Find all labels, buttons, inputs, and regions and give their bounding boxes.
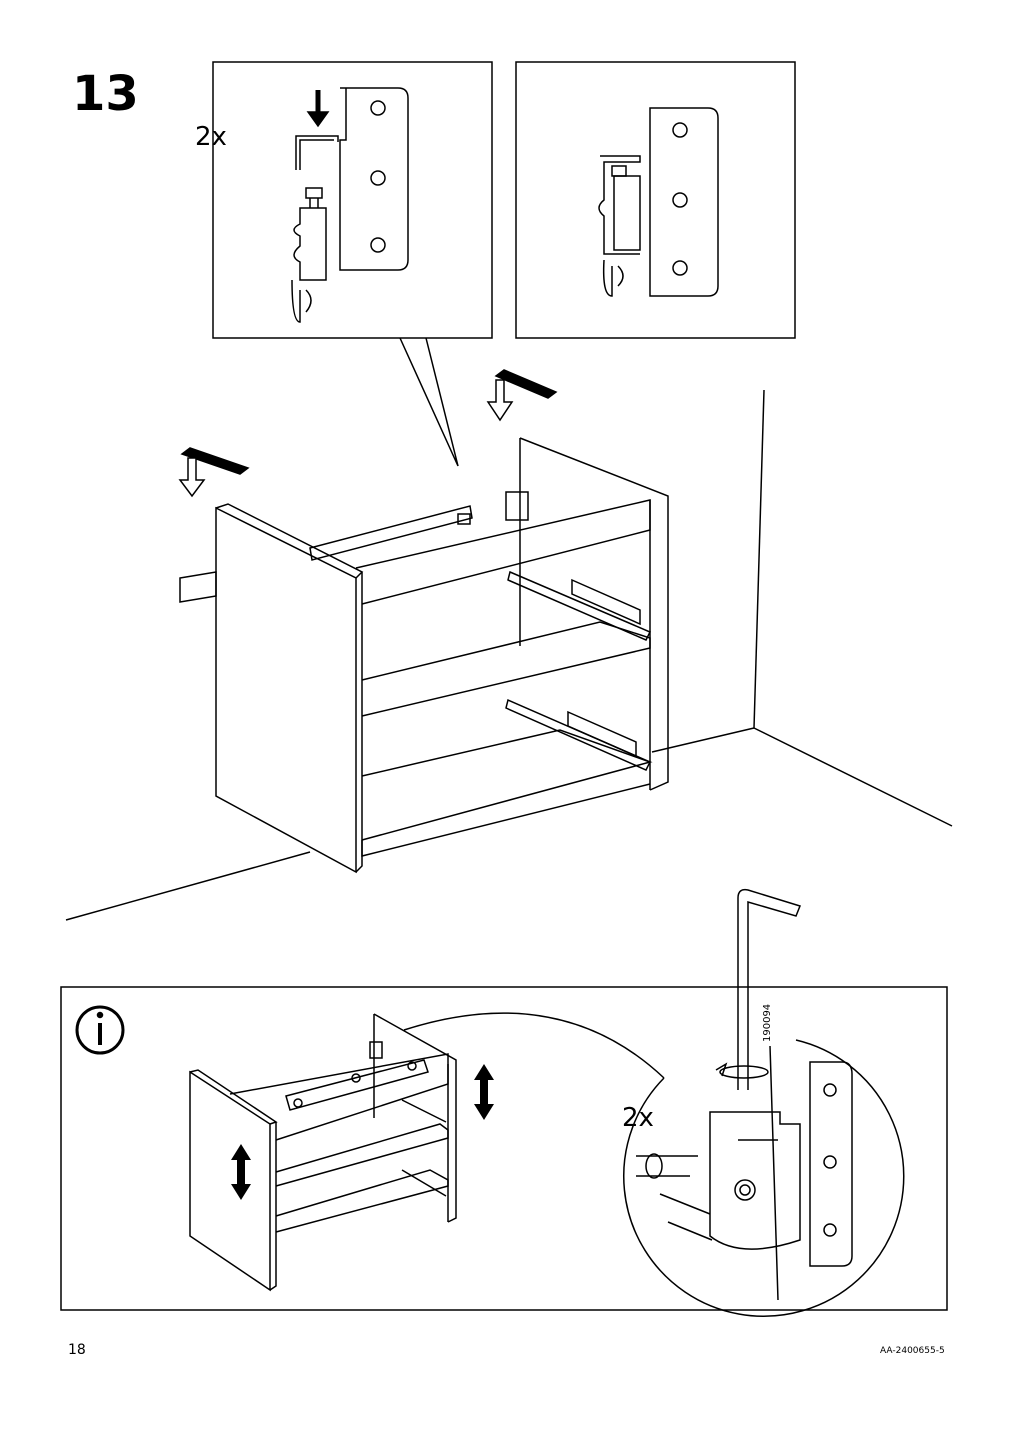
cabinet-main xyxy=(179,437,669,874)
cabinet-small xyxy=(189,1013,457,1292)
detail-panel-before xyxy=(212,61,493,339)
magnified-detail xyxy=(623,888,905,1317)
info-icon xyxy=(75,1005,125,1055)
page-number: 18 xyxy=(68,1342,86,1358)
document-code: AA-2400655-5 xyxy=(880,1346,945,1356)
placement-arrow-right xyxy=(486,369,558,422)
placement-arrow-left xyxy=(178,447,250,498)
adjust-arrow-right xyxy=(474,1064,494,1120)
detail-quantity: 2x xyxy=(195,122,227,152)
info-quantity: 2x xyxy=(622,1103,654,1133)
step-number: 13 xyxy=(72,66,139,122)
tool-code: 190094 xyxy=(762,1003,773,1042)
info-panel-frame xyxy=(60,986,948,1311)
adjust-arrow-left xyxy=(231,1144,251,1200)
detail-panel-after xyxy=(515,61,796,339)
